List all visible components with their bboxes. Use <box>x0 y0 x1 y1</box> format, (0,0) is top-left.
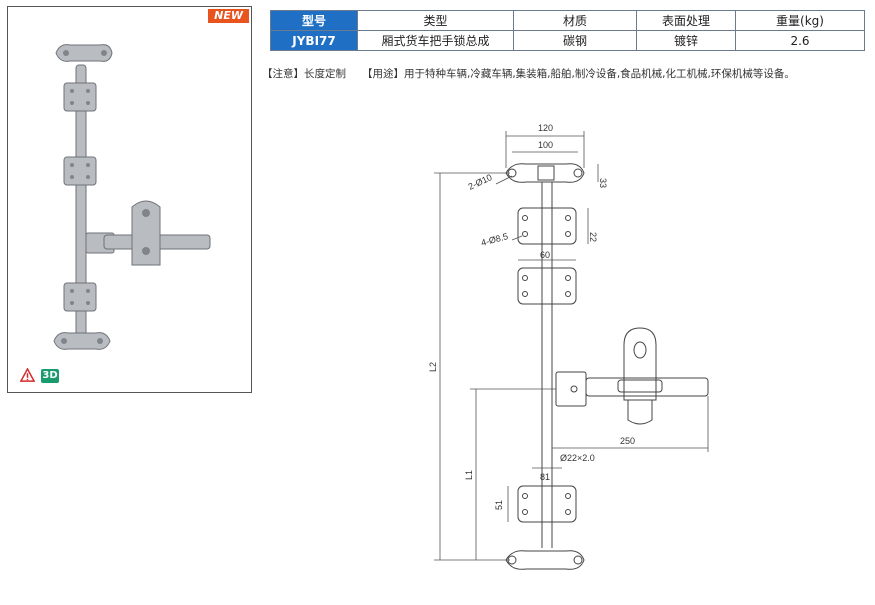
dim-100: 100 <box>538 140 553 150</box>
table-header-cell: 表面处理 <box>636 10 736 31</box>
note-attention: 【注意】长度定制 <box>262 68 346 80</box>
hinge-1 <box>517 207 577 245</box>
dim-60: 60 <box>540 250 550 260</box>
dim-22: 22 <box>588 232 598 242</box>
dim-51: 51 <box>494 500 504 510</box>
keeper <box>623 327 657 401</box>
new-badge: NEW <box>208 9 249 23</box>
3d-model-badge[interactable]: 3D <box>41 368 59 383</box>
top-flange <box>505 163 585 183</box>
dim-tube: Ø22×2.0 <box>560 453 595 463</box>
dim-hole-8-5: 4-Ø8.5 <box>480 231 509 248</box>
table-cell: 2.6 <box>735 30 865 51</box>
product-photo <box>53 44 211 350</box>
dim-L1: L1 <box>464 470 474 480</box>
note-usage: 【用途】用于特种车辆,冷藏车辆,集装箱,船舶,制冷设备,食品机械,化工机械,环保… <box>362 68 795 80</box>
product-photo-panel: NEW <box>7 6 252 393</box>
table-cell: JYBI77 <box>270 30 358 51</box>
table-cell: 镀锌 <box>636 30 736 51</box>
dim-33: 33 <box>598 178 608 188</box>
dim-hole-10: 2-Ø10 <box>467 172 494 192</box>
handle <box>585 377 709 397</box>
dim-120: 120 <box>538 123 553 133</box>
hinge-3 <box>517 485 577 523</box>
table-cell: 碳钢 <box>513 30 637 51</box>
dim-81: 81 <box>540 472 550 482</box>
warning-icon[interactable] <box>20 368 35 383</box>
table-cell: 厢式货车把手锁总成 <box>357 30 514 51</box>
table-header-cell: 型号 <box>270 10 358 31</box>
spec-table: 型号 类型 材质 表面处理 重量(kg) JYBI77 厢式货车把手锁总成 碳钢… <box>270 10 865 51</box>
table-row: JYBI77 厢式货车把手锁总成 碳钢 镀锌 2.6 <box>270 30 865 51</box>
hinge-2 <box>517 267 577 305</box>
bottom-flange <box>505 550 585 570</box>
dim-250: 250 <box>620 436 635 446</box>
dim-L2: L2 <box>428 362 438 372</box>
notes-line: 【注意】长度定制 【用途】用于特种车辆,冷藏车辆,集装箱,船舶,制冷设备,食品机械… <box>262 66 811 81</box>
